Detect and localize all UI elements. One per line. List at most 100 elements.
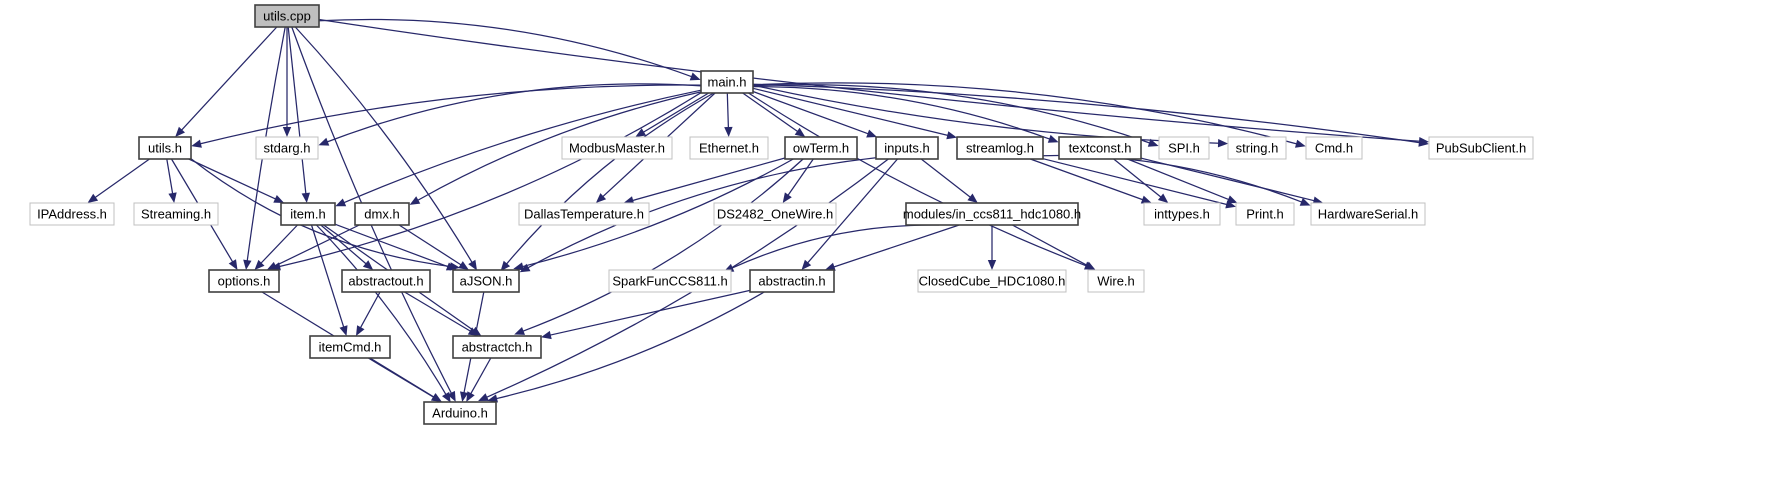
node-box[interactable] (452, 269, 520, 293)
node-box[interactable] (341, 269, 431, 293)
edge-arrowhead (1140, 195, 1152, 204)
dependency-edge (1140, 157, 1315, 202)
node-box[interactable] (608, 269, 732, 293)
node-box[interactable] (1305, 136, 1363, 160)
graph-node-inttypes-h[interactable]: inttypes.h (1143, 202, 1221, 226)
node-box[interactable] (1227, 136, 1287, 160)
node-box[interactable] (1428, 136, 1534, 160)
graph-node-sparkfunccs-h[interactable]: SparkFunCCS811.h (608, 269, 732, 293)
edge-arrowhead (541, 330, 552, 340)
node-box[interactable] (917, 269, 1067, 293)
edge-arrowhead (782, 192, 792, 203)
edge-arrowhead (623, 196, 635, 205)
graph-node-streamlog-h[interactable]: streamlog.h (956, 136, 1044, 160)
dependency-edge (521, 158, 794, 268)
node-label: Ethernet.h (699, 140, 759, 155)
node-box[interactable] (784, 136, 858, 160)
graph-node-item-h[interactable]: item.h (280, 202, 336, 226)
graph-node-wire-h[interactable]: Wire.h (1087, 269, 1145, 293)
graph-node-pubsubclient-h[interactable]: PubSubClient.h (1428, 136, 1534, 160)
node-box[interactable] (1087, 269, 1145, 293)
dependency-edge (470, 357, 492, 395)
graph-node-modules-ccs-h[interactable]: modules/in_ccs811_hdc1080.h (903, 202, 1081, 226)
graph-node-string-h[interactable]: string.h (1227, 136, 1287, 160)
node-label: DallasTemperature.h (524, 206, 644, 221)
node-box[interactable] (423, 401, 497, 425)
edge-arrowhead (273, 195, 285, 203)
node-box[interactable] (354, 202, 410, 226)
graph-node-utils-cpp[interactable]: utils.cpp (254, 4, 320, 28)
graph-node-dallastemp-h[interactable]: DallasTemperature.h (518, 202, 650, 226)
dependency-edge (642, 92, 710, 133)
graph-node-cmd-h[interactable]: Cmd.h (1305, 136, 1363, 160)
node-box[interactable] (689, 136, 769, 160)
dependency-edge (833, 224, 960, 268)
edge-arrowhead (635, 128, 647, 137)
graph-node-hwserial-h[interactable]: HardwareSerial.h (1310, 202, 1426, 226)
graph-node-dmx-h[interactable]: dmx.h (354, 202, 410, 226)
graph-node-arduino-h[interactable]: Arduino.h (423, 401, 497, 425)
graph-node-modbusmaster-h[interactable]: ModbusMaster.h (561, 136, 673, 160)
node-box[interactable] (254, 4, 320, 28)
graph-node-stdarg-h[interactable]: stdarg.h (255, 136, 319, 160)
graph-node-abstractout-h[interactable]: abstractout.h (341, 269, 431, 293)
graph-node-itemcmd-h[interactable]: itemCmd.h (309, 335, 391, 359)
graph-node-print-h[interactable]: Print.h (1235, 202, 1295, 226)
graph-node-ds2482-h[interactable]: DS2482_OneWire.h (713, 202, 837, 226)
edge-arrowhead (458, 261, 469, 270)
graph-node-options-h[interactable]: options.h (208, 269, 280, 293)
graph-node-abstractch-h[interactable]: abstractch.h (452, 335, 542, 359)
edge-arrowhead (442, 391, 451, 403)
dependency-edge (1127, 158, 1230, 201)
edge-arrowhead (513, 262, 525, 271)
dependency-edge (199, 84, 702, 145)
edge-arrowhead (335, 198, 347, 207)
node-box[interactable] (1310, 202, 1426, 226)
dependency-edge (260, 224, 298, 264)
graph-node-abstractin-h[interactable]: abstractin.h (749, 269, 835, 293)
node-box[interactable] (138, 136, 192, 160)
node-label: Cmd.h (1315, 140, 1353, 155)
node-box[interactable] (452, 335, 542, 359)
dependency-edge (318, 18, 693, 78)
graph-node-closedcube-h[interactable]: ClosedCube_HDC1080.h (917, 269, 1067, 293)
graph-node-ipaddress-h[interactable]: IPAddress.h (29, 202, 115, 226)
edge-arrowhead (243, 259, 252, 270)
dependency-edge (315, 224, 447, 396)
node-box[interactable] (700, 70, 754, 94)
node-box[interactable] (713, 202, 837, 226)
node-box[interactable] (208, 269, 280, 293)
dependency-edge (752, 84, 1220, 144)
edge-arrowhead (445, 262, 457, 271)
node-box[interactable] (1235, 202, 1295, 226)
graph-node-spi-h[interactable]: SPI.h (1158, 136, 1210, 160)
node-box[interactable] (518, 202, 650, 226)
graph-node-inputs-h[interactable]: inputs.h (875, 136, 939, 160)
node-box[interactable] (255, 136, 319, 160)
node-box[interactable] (133, 202, 219, 226)
graph-node-main-h[interactable]: main.h (700, 70, 754, 94)
graph-node-owterm-h[interactable]: owTerm.h (784, 136, 858, 160)
node-box[interactable] (1143, 202, 1221, 226)
node-box[interactable] (1058, 136, 1142, 160)
node-box[interactable] (280, 202, 336, 226)
node-label: Print.h (1246, 206, 1284, 221)
node-box[interactable] (309, 335, 391, 359)
graph-node-ethernet-h[interactable]: Ethernet.h (689, 136, 769, 160)
node-box[interactable] (29, 202, 115, 226)
edge-arrowhead (87, 193, 99, 203)
node-box[interactable] (875, 136, 939, 160)
node-box[interactable] (561, 136, 673, 160)
node-box[interactable] (956, 136, 1044, 160)
dependency-edge (752, 82, 1298, 145)
edge-arrowhead (460, 391, 469, 402)
graph-node-streaming-h[interactable]: Streaming.h (133, 202, 219, 226)
graph-node-ajson-h[interactable]: aJSON.h (452, 269, 520, 293)
node-box[interactable] (749, 269, 835, 293)
graph-node-utils-h[interactable]: utils.h (138, 136, 192, 160)
edge-arrowhead (500, 260, 511, 272)
dependency-edge (310, 224, 345, 328)
graph-node-textconst-h[interactable]: textconst.h (1058, 136, 1142, 160)
node-box[interactable] (1158, 136, 1210, 160)
node-box[interactable] (905, 202, 1079, 226)
